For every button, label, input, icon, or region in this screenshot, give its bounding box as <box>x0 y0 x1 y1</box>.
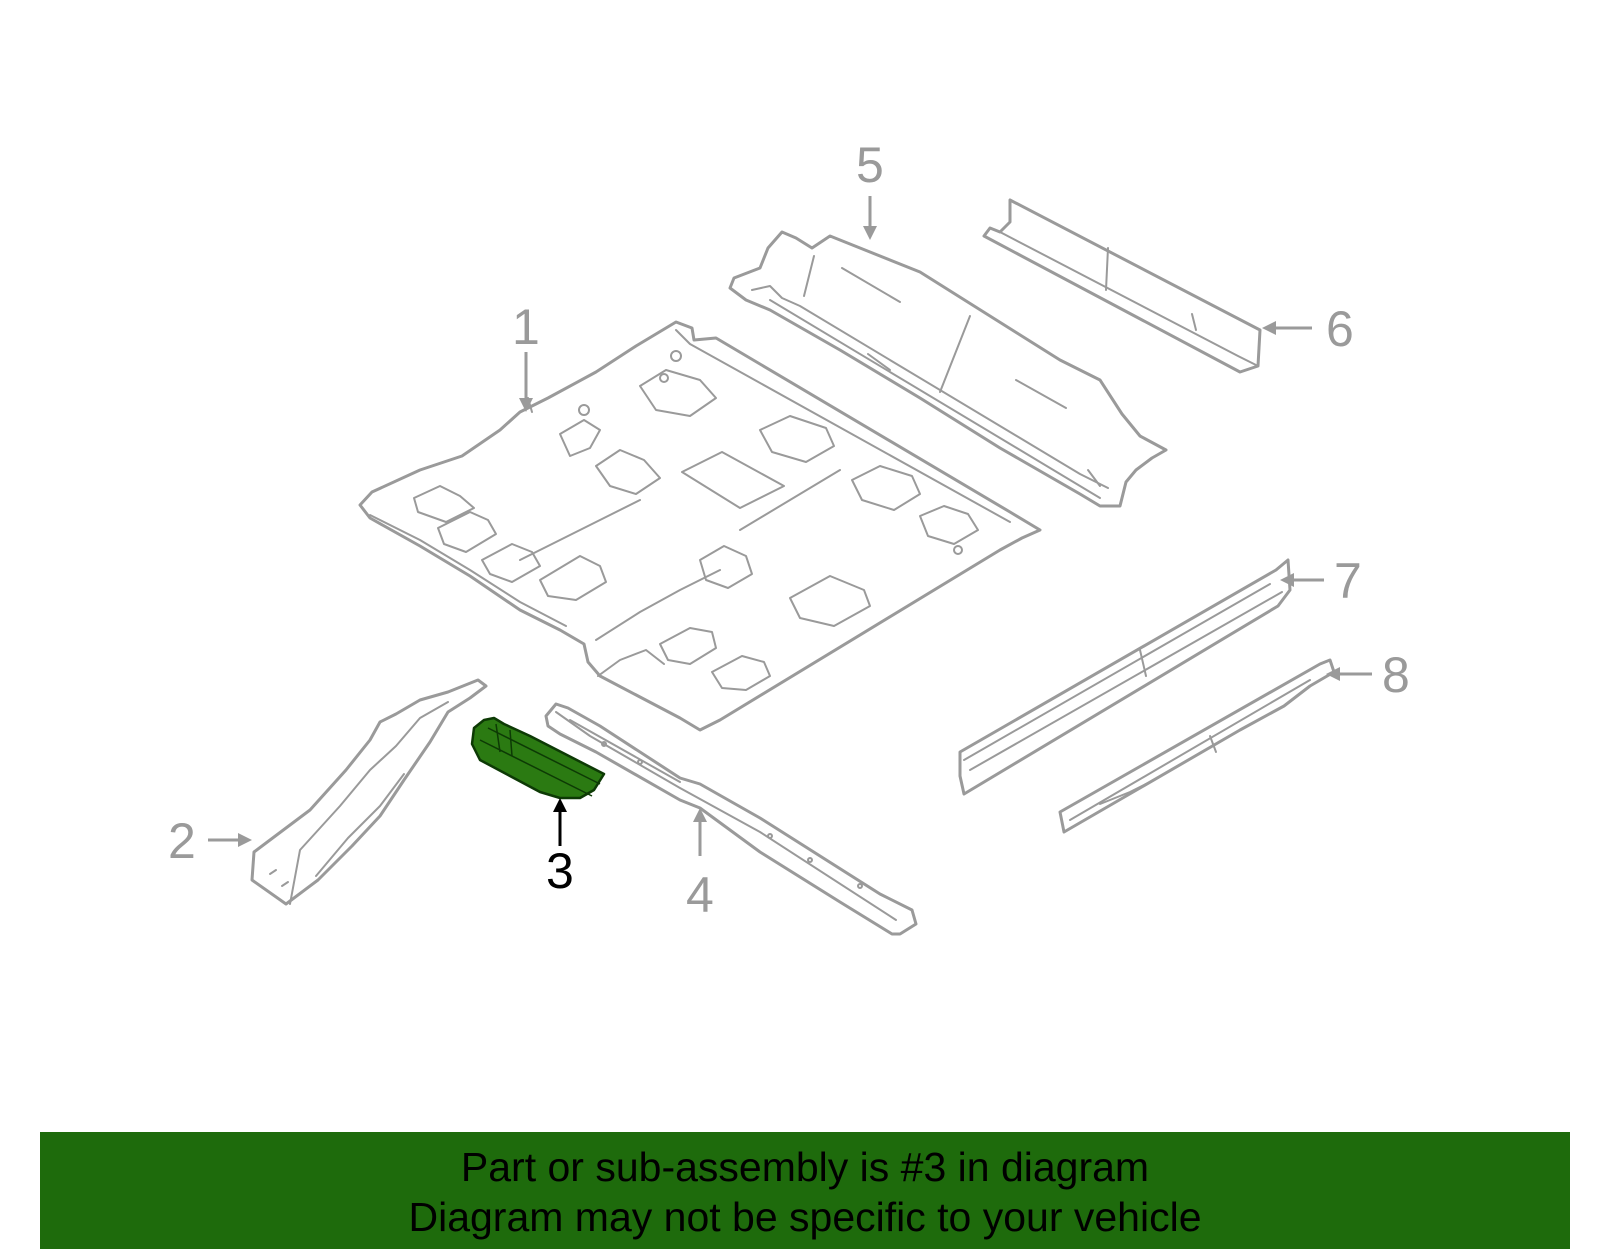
part-5-cross-member <box>728 230 1168 508</box>
part-2-pillar <box>250 678 488 906</box>
part-3-highlighted-bracket <box>470 716 606 800</box>
callout-8: 8 <box>1326 647 1410 703</box>
callout-6: 6 <box>1262 301 1354 357</box>
callout-5: 5 <box>856 137 884 240</box>
callout-2: 2 <box>168 813 252 869</box>
callout-label-8: 8 <box>1382 647 1410 703</box>
callout-label-4: 4 <box>686 867 714 923</box>
callout-label-3: 3 <box>546 843 574 899</box>
callout-4: 4 <box>686 808 714 923</box>
part-6-panel <box>982 198 1262 374</box>
callout-3: 3 <box>546 798 574 899</box>
part-4-rail <box>544 702 918 936</box>
callout-label-1: 1 <box>512 299 540 355</box>
part-8-rail <box>1058 658 1336 834</box>
callout-7: 7 <box>1280 553 1362 609</box>
banner-line-1: Part or sub-assembly is #3 in diagram <box>460 1144 1150 1190</box>
part-7-sill <box>958 558 1292 796</box>
callout-1: 1 <box>512 299 540 412</box>
part-1-floor-pan <box>358 320 1042 732</box>
info-banner: Part or sub-assembly is #3 in diagram Di… <box>40 1132 1570 1249</box>
callout-label-7: 7 <box>1334 553 1362 609</box>
callout-label-5: 5 <box>856 137 884 193</box>
callout-label-6: 6 <box>1326 301 1354 357</box>
banner-line-2: Diagram may not be specific to your vehi… <box>408 1194 1202 1240</box>
callout-label-2: 2 <box>168 813 196 869</box>
